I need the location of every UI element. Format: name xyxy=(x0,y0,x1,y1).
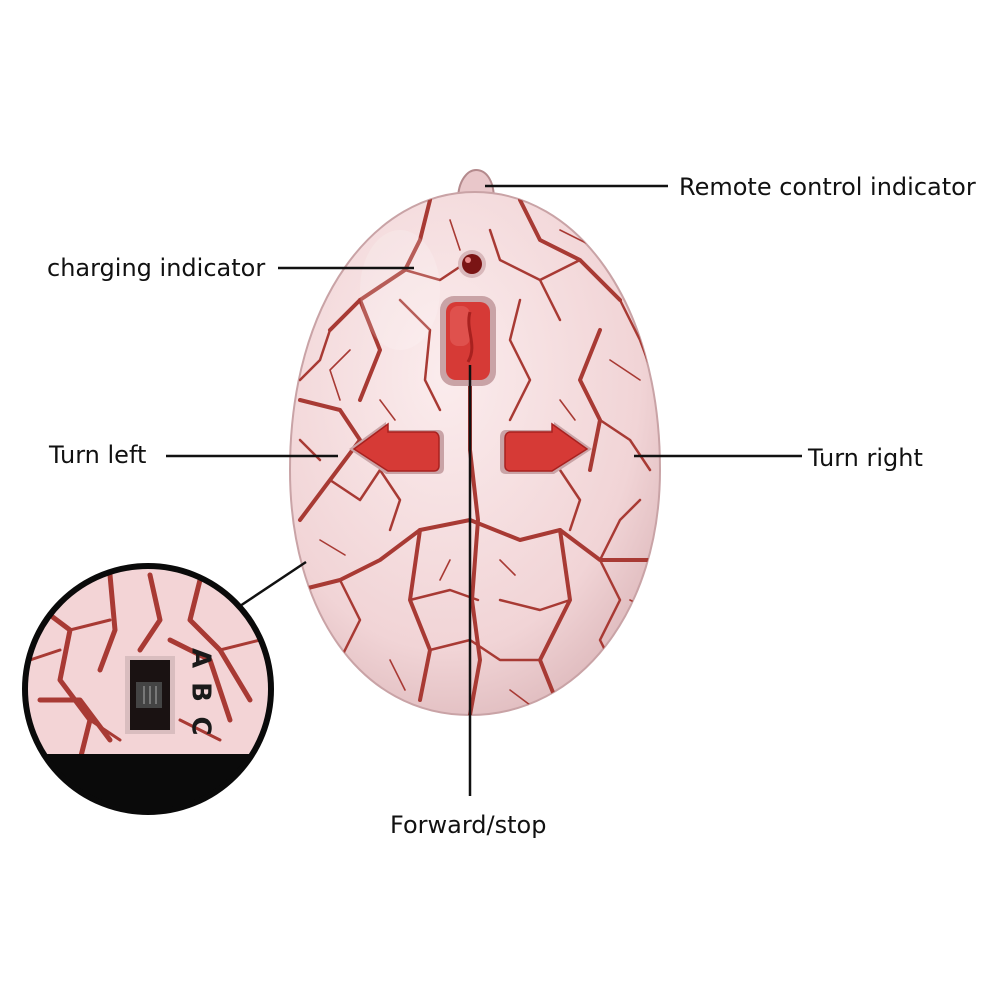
label-turn-right: Turn right xyxy=(808,444,923,472)
turn-left-button[interactable] xyxy=(349,422,444,474)
egg-remote-body xyxy=(288,190,662,717)
forward-stop-button[interactable] xyxy=(440,296,496,386)
label-charging-indicator: charging indicator xyxy=(47,254,266,282)
switch-label-a: A xyxy=(186,648,216,668)
switch-label-b: B xyxy=(186,682,216,702)
label-turn-left: Turn left xyxy=(49,441,147,469)
switch-inset: A B C xyxy=(22,563,274,815)
turn-right-button[interactable] xyxy=(500,422,592,474)
pointer-lines xyxy=(166,184,802,796)
label-remote-control-indicator: Remote control indicator xyxy=(679,173,976,201)
label-forward-stop: Forward/stop xyxy=(390,811,547,839)
pointer-switch-inset xyxy=(239,560,307,608)
charging-indicator-led xyxy=(458,250,486,278)
switch-label-c: C xyxy=(186,716,216,735)
